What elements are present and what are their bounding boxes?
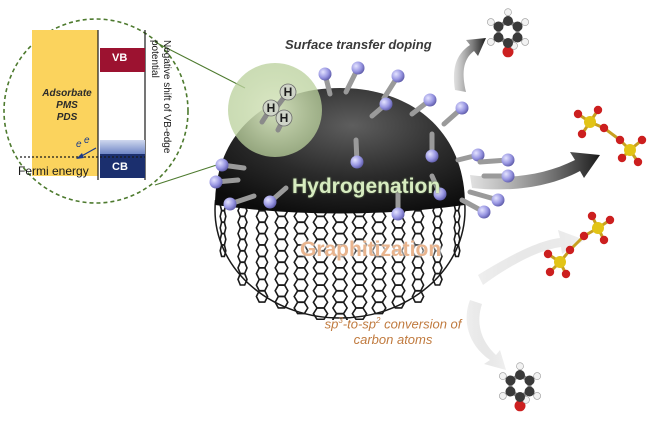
cage-hexagon — [238, 239, 247, 250]
cage-hexagon — [412, 222, 423, 233]
cage-hexagon — [313, 217, 327, 228]
cage-hexagon — [352, 262, 366, 273]
hydrogen-label: H — [284, 85, 293, 99]
hydrogen-label: H — [267, 101, 276, 115]
cage-hexagon — [333, 291, 347, 302]
arrow-to-phenol-top — [454, 38, 486, 92]
cb-gradient — [100, 140, 145, 154]
cb-label: CB — [112, 161, 128, 173]
conversion-label: sp3-to-sp2 conversion of carbon atoms — [308, 313, 478, 348]
cage-hexagon — [275, 239, 288, 250]
cage-hexagon — [352, 217, 366, 228]
cage-hexagon — [220, 211, 226, 222]
negative-shift-label: Negative shift of VB-edge potential — [146, 40, 172, 166]
cage-hexagon — [275, 217, 288, 228]
hydrogen-label: H — [280, 111, 289, 125]
cage-hexagon — [313, 274, 327, 285]
cage-hexagon — [313, 297, 327, 308]
graphitized-cage — [220, 199, 460, 325]
cage-hexagon — [333, 280, 347, 291]
hydrogen-atom — [210, 176, 223, 189]
graphitization-label: Graphitization — [300, 238, 441, 262]
cage-hexagon — [275, 251, 288, 262]
cage-hexagon — [294, 280, 308, 291]
cage-hexagon — [433, 274, 442, 285]
cage-hexagon — [412, 280, 423, 291]
hydrogen-atom — [502, 170, 515, 183]
hydrogenation-label: Hydrogenation — [292, 175, 440, 199]
cage-hexagon — [313, 262, 327, 273]
cage-hexagon — [454, 222, 460, 233]
cage-hexagon — [333, 222, 347, 233]
cage-hexagon — [238, 274, 247, 285]
cage-hexagon — [454, 211, 460, 222]
cage-hexagon — [352, 285, 366, 296]
hydrogen-atom — [224, 198, 237, 211]
hydrogen-atom — [424, 94, 437, 107]
hydrogen-atom — [351, 156, 364, 169]
cage-hexagon — [352, 274, 366, 285]
cage-hexagon — [256, 268, 267, 279]
cage-hexagon — [333, 268, 347, 279]
cage-hexagon — [392, 285, 405, 296]
cage-hexagon — [256, 234, 267, 245]
hydrogen-atom — [502, 154, 515, 167]
adsorbate-label: Adsorbate PMS PDS — [36, 88, 98, 124]
cage-hexagon — [372, 280, 386, 291]
electron-label-2: e — [84, 135, 90, 146]
cage-hexagon — [412, 211, 423, 222]
cage-hexagon — [238, 262, 247, 273]
hydrogen-atom — [392, 70, 405, 83]
hydrogen-atom — [492, 194, 505, 207]
hydrogen-atom — [380, 98, 393, 111]
vb-label: VB — [112, 52, 127, 64]
electron-label-1: e — [76, 139, 82, 150]
cage-hexagon — [256, 245, 267, 256]
cage-hexagon — [372, 222, 386, 233]
cage-hexagon — [433, 217, 442, 228]
phenol-molecule-bottom — [499, 363, 540, 412]
cage-hexagon — [294, 291, 308, 302]
arrow-to-sulfate-radical — [470, 152, 600, 189]
cage-hexagon — [294, 268, 308, 279]
cage-hexagon — [256, 222, 267, 233]
cage-hexagon — [238, 228, 247, 239]
surface-transfer-doping-label: Surface transfer doping — [285, 37, 432, 52]
hydrogen-atom — [264, 196, 277, 209]
cage-hexagon — [372, 291, 386, 302]
cage-hexagon — [333, 302, 347, 313]
cage-hexagon — [275, 262, 288, 273]
cage-hexagon — [275, 285, 288, 296]
hydrogen-atom — [352, 62, 365, 75]
cage-hexagon — [294, 222, 308, 233]
fermi-energy-label: Fermi energy — [18, 164, 89, 178]
cage-hexagon — [392, 274, 405, 285]
hydrogen-atom — [456, 102, 469, 115]
hydrogen-atom — [426, 150, 439, 163]
cage-hexagon — [238, 217, 247, 228]
cage-hexagon — [352, 297, 366, 308]
hydrogen-atom — [392, 208, 405, 221]
cage-hexagon — [372, 268, 386, 279]
cage-hexagon — [392, 262, 405, 273]
cage-hexagon — [412, 268, 423, 279]
hydrogen-atom — [478, 206, 491, 219]
cage-hexagon — [275, 274, 288, 285]
cage-hexagon — [433, 262, 442, 273]
cage-hexagon — [256, 211, 267, 222]
cage-hexagon — [220, 222, 226, 233]
cage-hexagon — [238, 251, 247, 262]
phenol-molecule-top — [487, 9, 528, 58]
cage-hexagon — [256, 280, 267, 291]
hydrogen-atom — [216, 159, 229, 172]
cage-hexagon — [256, 257, 267, 268]
cage-hexagon — [275, 228, 288, 239]
cage-hexagon — [313, 285, 327, 296]
hydrogen-atom — [319, 68, 332, 81]
